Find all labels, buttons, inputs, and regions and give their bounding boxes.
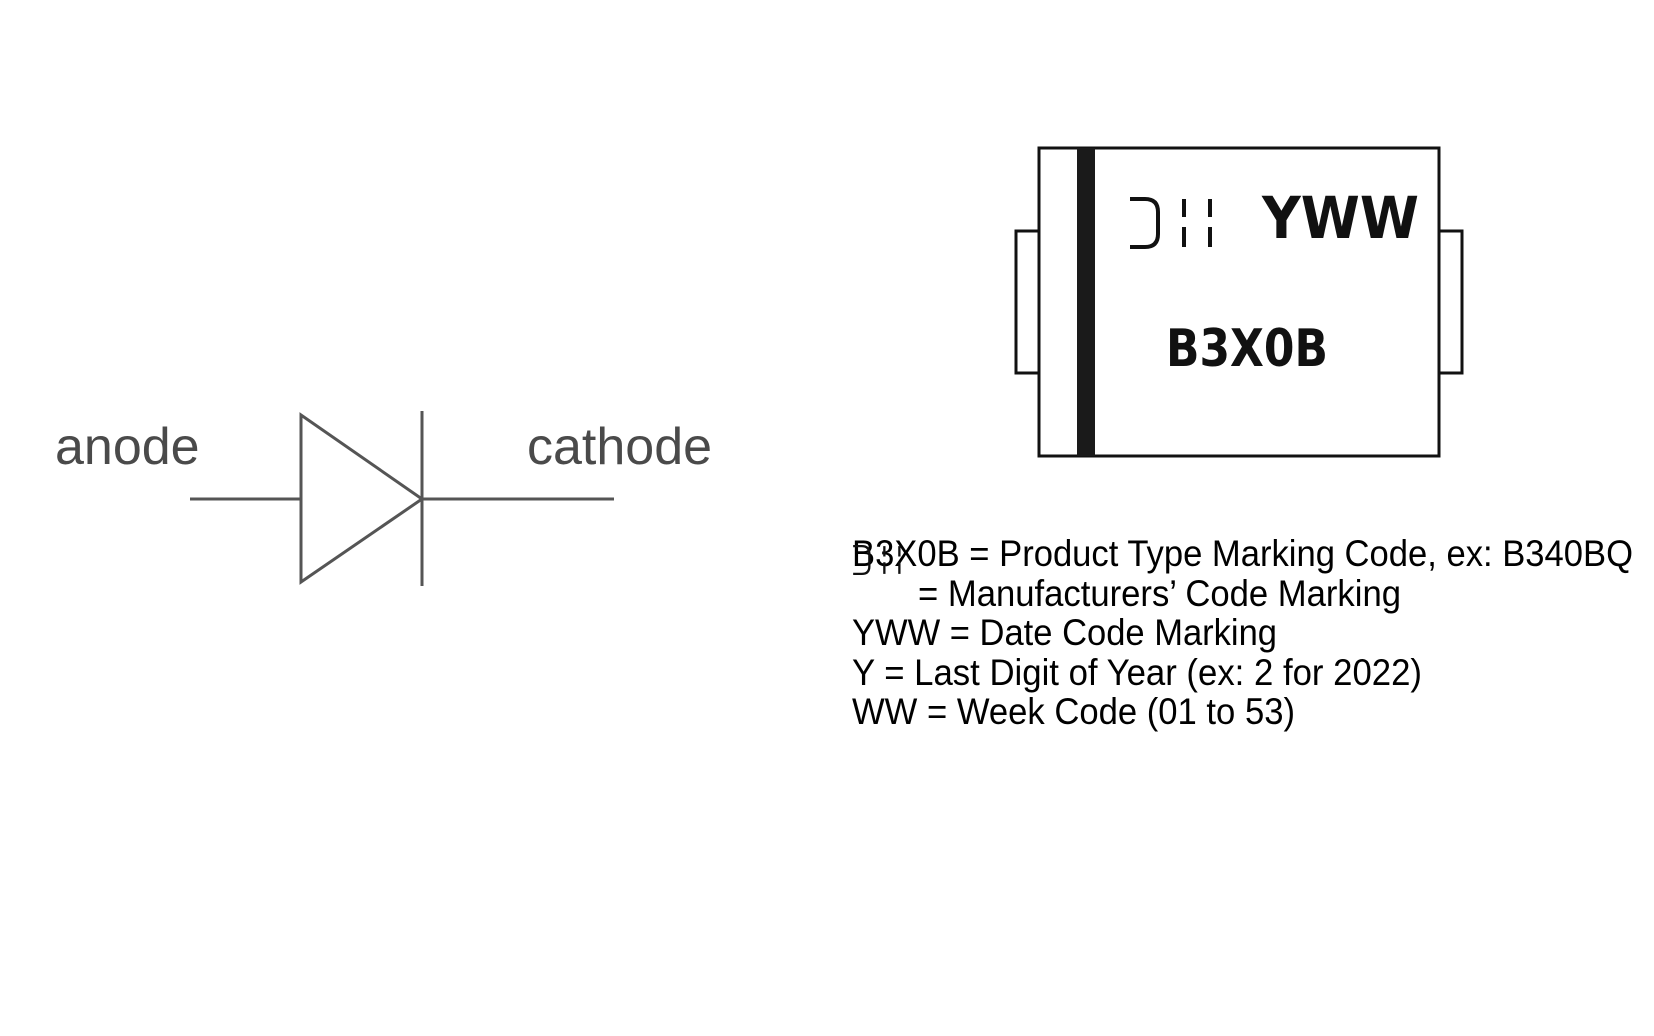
cathode-label: cathode: [527, 418, 712, 476]
legend-line-date-code: YWW = Date Code Marking: [852, 612, 1277, 653]
left-terminal: [1014, 229, 1041, 375]
package-outline: YWW B3X0B: [1014, 146, 1464, 458]
date-code-marking: YWW: [1261, 184, 1419, 252]
diode-symbol: anode cathode: [55, 411, 712, 586]
package-body: [1037, 146, 1441, 458]
anode-label: anode: [55, 418, 200, 476]
cathode-band: [1077, 148, 1095, 456]
product-code-marking: B3X0B: [1166, 319, 1328, 379]
right-terminal: [1437, 229, 1464, 375]
legend-line-year: Y = Last Digit of Year (ex: 2 for 2022): [852, 652, 1422, 693]
legend-line-manufacturer: = Manufacturers’ Code Marking: [918, 573, 1401, 614]
diode-triangle: [299, 412, 425, 585]
marking-legend: B3X0B = Product Type Marking Code, ex: B…: [852, 533, 1633, 732]
legend-line-week: WW = Week Code (01 to 53): [852, 691, 1295, 732]
legend-line-product-code: B3X0B = Product Type Marking Code, ex: B…: [852, 533, 1633, 574]
